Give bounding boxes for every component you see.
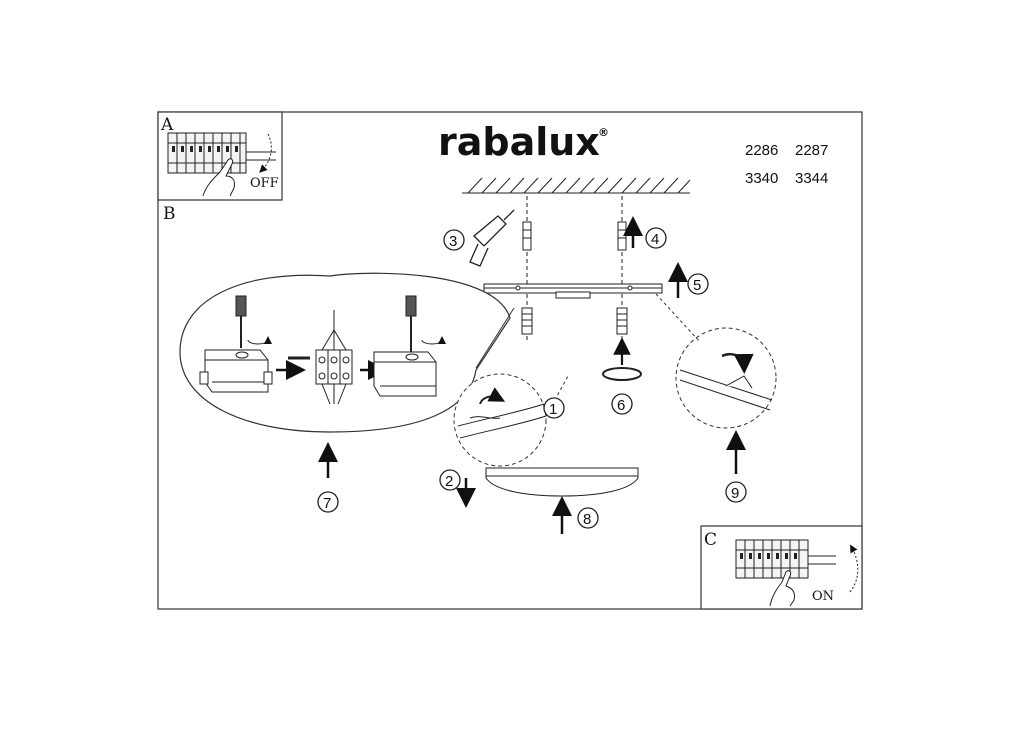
panel-a-label: A <box>160 115 174 135</box>
panel-b-label: B <box>163 204 176 224</box>
svg-text:5: 5 <box>693 277 701 294</box>
step-marker: 8 <box>577 507 599 529</box>
model-number: 3344 <box>795 170 828 187</box>
terminal-block-icon <box>315 349 353 385</box>
screw-icon <box>521 307 533 335</box>
step-marker: 3 <box>443 229 465 251</box>
wall-plug-icon <box>617 221 627 251</box>
step-marker: 5 <box>687 273 709 295</box>
svg-text:3: 3 <box>449 233 457 250</box>
model-number: 2287 <box>795 142 828 159</box>
svg-text:1: 1 <box>549 401 557 418</box>
drill-icon <box>469 209 515 267</box>
terminal-block-icon <box>199 349 273 393</box>
step-marker: 6 <box>611 393 633 415</box>
model-number: 3340 <box>745 170 778 187</box>
panel-c-state: ON <box>812 589 834 604</box>
brand-logo: rabalux <box>438 120 600 164</box>
wall-plug-icon <box>522 221 532 251</box>
panel-a-state: OFF <box>250 176 279 191</box>
step-marker: 7 <box>317 491 339 513</box>
callout-pointer <box>655 293 701 343</box>
step-marker: 4 <box>645 227 667 249</box>
detail-circle-latch <box>675 327 777 429</box>
rotate-icon <box>247 336 272 345</box>
panel-a: A OFF <box>157 111 283 201</box>
panel-c: C ON <box>700 525 863 610</box>
lamp-shade <box>485 467 639 497</box>
svg-text:8: 8 <box>583 511 591 528</box>
svg-text:6: 6 <box>617 397 625 414</box>
ceiling <box>462 177 691 194</box>
screwdriver-icon <box>405 295 417 352</box>
svg-text:7: 7 <box>323 495 331 512</box>
breaker-icon <box>735 539 836 579</box>
detail-circle-clip <box>453 373 547 467</box>
svg-text:9: 9 <box>731 485 739 502</box>
rotate-icon <box>421 336 446 345</box>
screw-icon <box>616 307 628 335</box>
breaker-icon <box>167 132 276 174</box>
panel-c-label: C <box>704 530 717 550</box>
svg-text:4: 4 <box>651 231 659 248</box>
step-marker: 9 <box>725 481 747 503</box>
mounting-plate <box>483 283 663 299</box>
diagram-frame <box>157 111 863 610</box>
rotate-icon <box>602 367 642 381</box>
hand-icon <box>769 570 795 607</box>
wires-icon <box>321 310 347 405</box>
step-marker: 2 <box>439 469 461 491</box>
brand-registered-mark: ® <box>598 126 609 139</box>
callout-pointer <box>475 307 515 369</box>
step-marker: 1 <box>543 397 565 419</box>
svg-text:2: 2 <box>445 473 453 490</box>
screwdriver-icon <box>235 295 247 348</box>
hand-icon <box>202 158 235 197</box>
model-number: 2286 <box>745 142 778 159</box>
terminal-block-icon <box>373 351 437 397</box>
